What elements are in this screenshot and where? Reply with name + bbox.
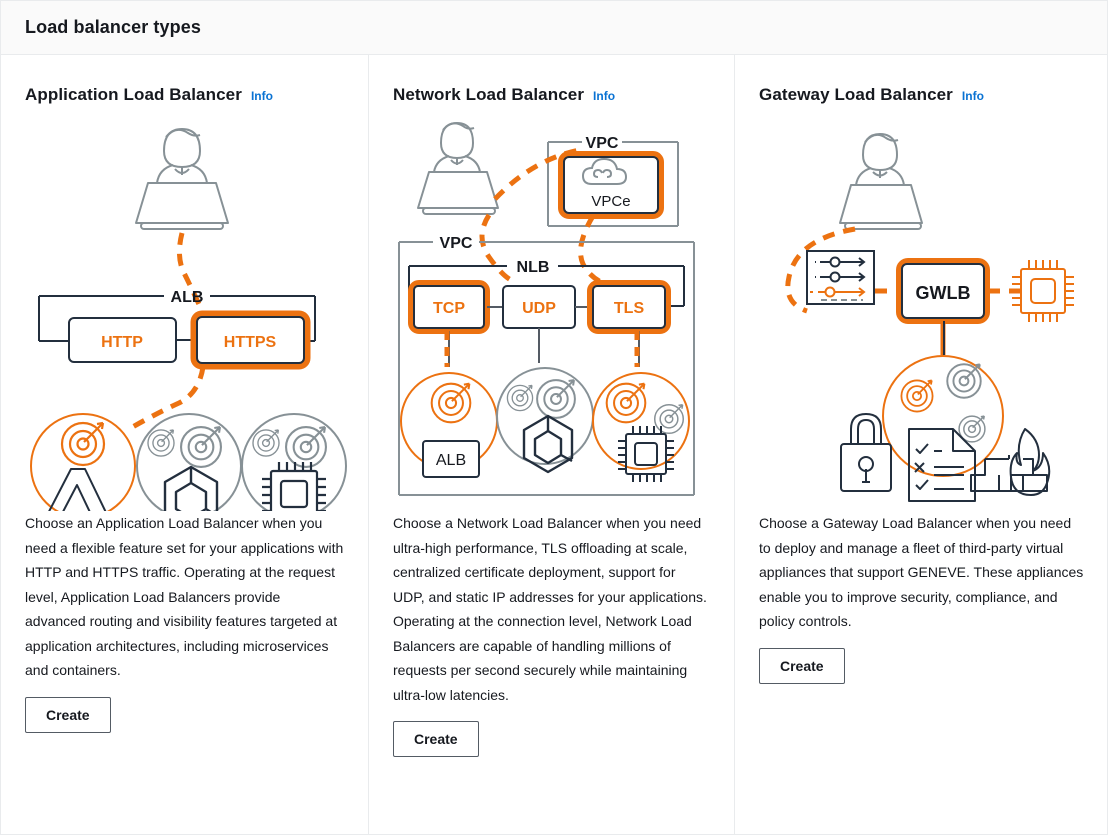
listener-box-https[interactable]: HTTPS	[190, 310, 311, 370]
create-button-gwlb[interactable]: Create	[759, 647, 845, 684]
create-button-nlb[interactable]: Create	[393, 721, 479, 757]
vpc-bracket-main	[398, 241, 695, 496]
vpce-label: VPCe	[591, 193, 630, 210]
target-group-alb: ALB	[400, 372, 498, 478]
card-header-nlb: Network Load Balancer Info	[393, 85, 710, 105]
info-link-alb[interactable]: Info	[250, 89, 273, 103]
card-title-gwlb: Gateway Load Balancer	[759, 85, 953, 104]
traffic-path-user-to-https	[176, 232, 205, 313]
listener-box-tls[interactable]: TLS	[587, 280, 671, 334]
diagram-gwlb: GWLB	[759, 111, 1085, 511]
load-balancer-type-columns: Application Load Balancer Info	[1, 55, 1107, 834]
nlb-label: NLB	[517, 259, 550, 276]
lambda-icon	[48, 468, 107, 511]
vpc-bracket-top	[547, 141, 679, 227]
card-application-load-balancer: Application Load Balancer Info	[1, 55, 368, 834]
diagram-alb-svg: ALB HTTP HTTPS	[30, 128, 347, 511]
listener-label-http: HTTP	[101, 334, 143, 351]
listener-label-tls: TLS	[614, 300, 645, 317]
card-title-nlb: Network Load Balancer	[393, 85, 585, 104]
policy-document-icon	[908, 428, 976, 502]
gwlb-box[interactable]: GWLB	[896, 258, 990, 324]
instance-icon	[262, 462, 326, 511]
instance-icon	[618, 426, 674, 482]
container-icon	[163, 465, 219, 511]
alb-label: ALB	[171, 289, 204, 306]
listener-label-udp: UDP	[522, 300, 556, 317]
target-group-container	[136, 413, 242, 511]
user-laptop-icon	[135, 128, 229, 230]
inner-alb-label: ALB	[436, 452, 466, 469]
user-laptop-icon	[839, 133, 923, 230]
traffic-path-user-to-rules	[785, 226, 856, 314]
diagram-nlb-svg: VPC VPCe	[398, 122, 695, 496]
traffic-path-user-to-vpc	[493, 146, 586, 201]
page-title: Load balancer types	[25, 17, 201, 37]
traffic-path-vpce-to-tls	[578, 214, 612, 289]
vpc-label-top: VPC	[586, 135, 619, 152]
card-description-gwlb: Choose a Gateway Load Balancer when you …	[759, 515, 1084, 629]
user-laptop-icon	[417, 122, 499, 215]
routing-rules-icon	[806, 250, 875, 305]
diagram-gwlb-svg: GWLB	[785, 133, 1074, 502]
target-group-lambda	[30, 413, 136, 511]
vpce-box[interactable]: VPCe	[558, 151, 664, 219]
lock-icon	[840, 413, 892, 492]
target-group-instance	[241, 413, 347, 511]
target-group-instance	[592, 372, 690, 482]
gwlb-label: GWLB	[916, 283, 971, 303]
create-button-alb[interactable]: Create	[25, 696, 111, 733]
cloud-icon	[581, 157, 628, 185]
diagram-nlb: VPC VPCe	[393, 111, 710, 511]
firewall-icon	[970, 428, 1051, 496]
listener-box-tcp[interactable]: TCP	[408, 280, 490, 334]
listener-label-https: HTTPS	[224, 334, 277, 351]
info-link-gwlb[interactable]: Info	[961, 89, 984, 103]
panel-header: Load balancer types	[1, 1, 1107, 55]
traffic-path-https-to-target	[127, 366, 206, 432]
card-title-alb: Application Load Balancer	[25, 85, 242, 104]
listener-box-http[interactable]: HTTP	[68, 317, 177, 363]
vpc-label-main: VPC	[440, 235, 473, 252]
target-group-container	[496, 367, 594, 474]
traffic-path-user-to-tcp	[479, 213, 515, 284]
card-header-alb: Application Load Balancer Info	[25, 85, 344, 105]
card-description-alb: Choose an Application Load Balancer when…	[25, 515, 344, 678]
card-gateway-load-balancer: Gateway Load Balancer Info	[734, 55, 1107, 834]
container-icon	[522, 414, 574, 474]
listener-label-tcp: TCP	[433, 300, 465, 317]
info-link-nlb[interactable]: Info	[593, 89, 616, 103]
diagram-alb: ALB HTTP HTTPS	[25, 111, 347, 511]
instance-icon	[1012, 260, 1074, 322]
listener-box-udp[interactable]: UDP	[502, 285, 576, 329]
card-network-load-balancer: Network Load Balancer Info	[368, 55, 734, 834]
card-header-gwlb: Gateway Load Balancer Info	[759, 85, 1085, 105]
card-description-nlb: Choose a Network Load Balancer when you …	[393, 515, 707, 703]
